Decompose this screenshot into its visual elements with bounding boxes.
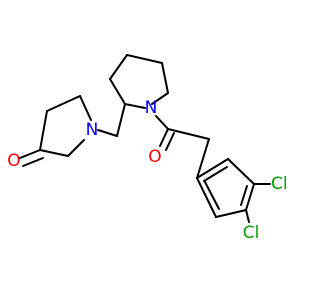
bond bbox=[196, 177, 217, 218]
atom-cl-meta: Cl bbox=[271, 174, 288, 194]
atom-o-ketone: O bbox=[7, 151, 20, 171]
bond-layer bbox=[19, 54, 271, 223]
bond bbox=[245, 183, 255, 211]
molecule-structure-diagram: N O N O Cl Cl bbox=[7, 54, 288, 243]
bond bbox=[240, 185, 248, 206]
bond bbox=[227, 158, 255, 185]
atom-cl-para: Cl bbox=[243, 223, 260, 243]
bond bbox=[151, 92, 169, 105]
bond bbox=[159, 128, 169, 147]
bond bbox=[19, 149, 41, 159]
bond bbox=[109, 78, 126, 105]
atom-n-piperidine: N bbox=[145, 98, 158, 118]
bond bbox=[161, 62, 169, 94]
bond bbox=[204, 181, 220, 210]
bond bbox=[203, 166, 228, 182]
bond bbox=[245, 209, 250, 223]
bond bbox=[196, 138, 210, 179]
bond bbox=[196, 158, 229, 179]
bond bbox=[215, 209, 247, 218]
bond bbox=[39, 149, 69, 157]
atom-n-pyrrolidine: N bbox=[86, 120, 99, 140]
bond bbox=[79, 95, 92, 121]
bond bbox=[39, 110, 48, 151]
bond bbox=[155, 115, 169, 130]
bond bbox=[116, 103, 126, 137]
bond bbox=[97, 129, 118, 137]
bond bbox=[67, 139, 85, 157]
atom-o-amide: O bbox=[148, 147, 161, 167]
bond bbox=[46, 95, 81, 112]
atom-label-layer: N O N O Cl Cl bbox=[7, 98, 287, 243]
bond bbox=[22, 157, 44, 167]
bond bbox=[124, 103, 146, 109]
bond bbox=[167, 128, 210, 140]
bond bbox=[165, 132, 175, 151]
bond bbox=[126, 54, 163, 64]
bond bbox=[109, 54, 128, 80]
